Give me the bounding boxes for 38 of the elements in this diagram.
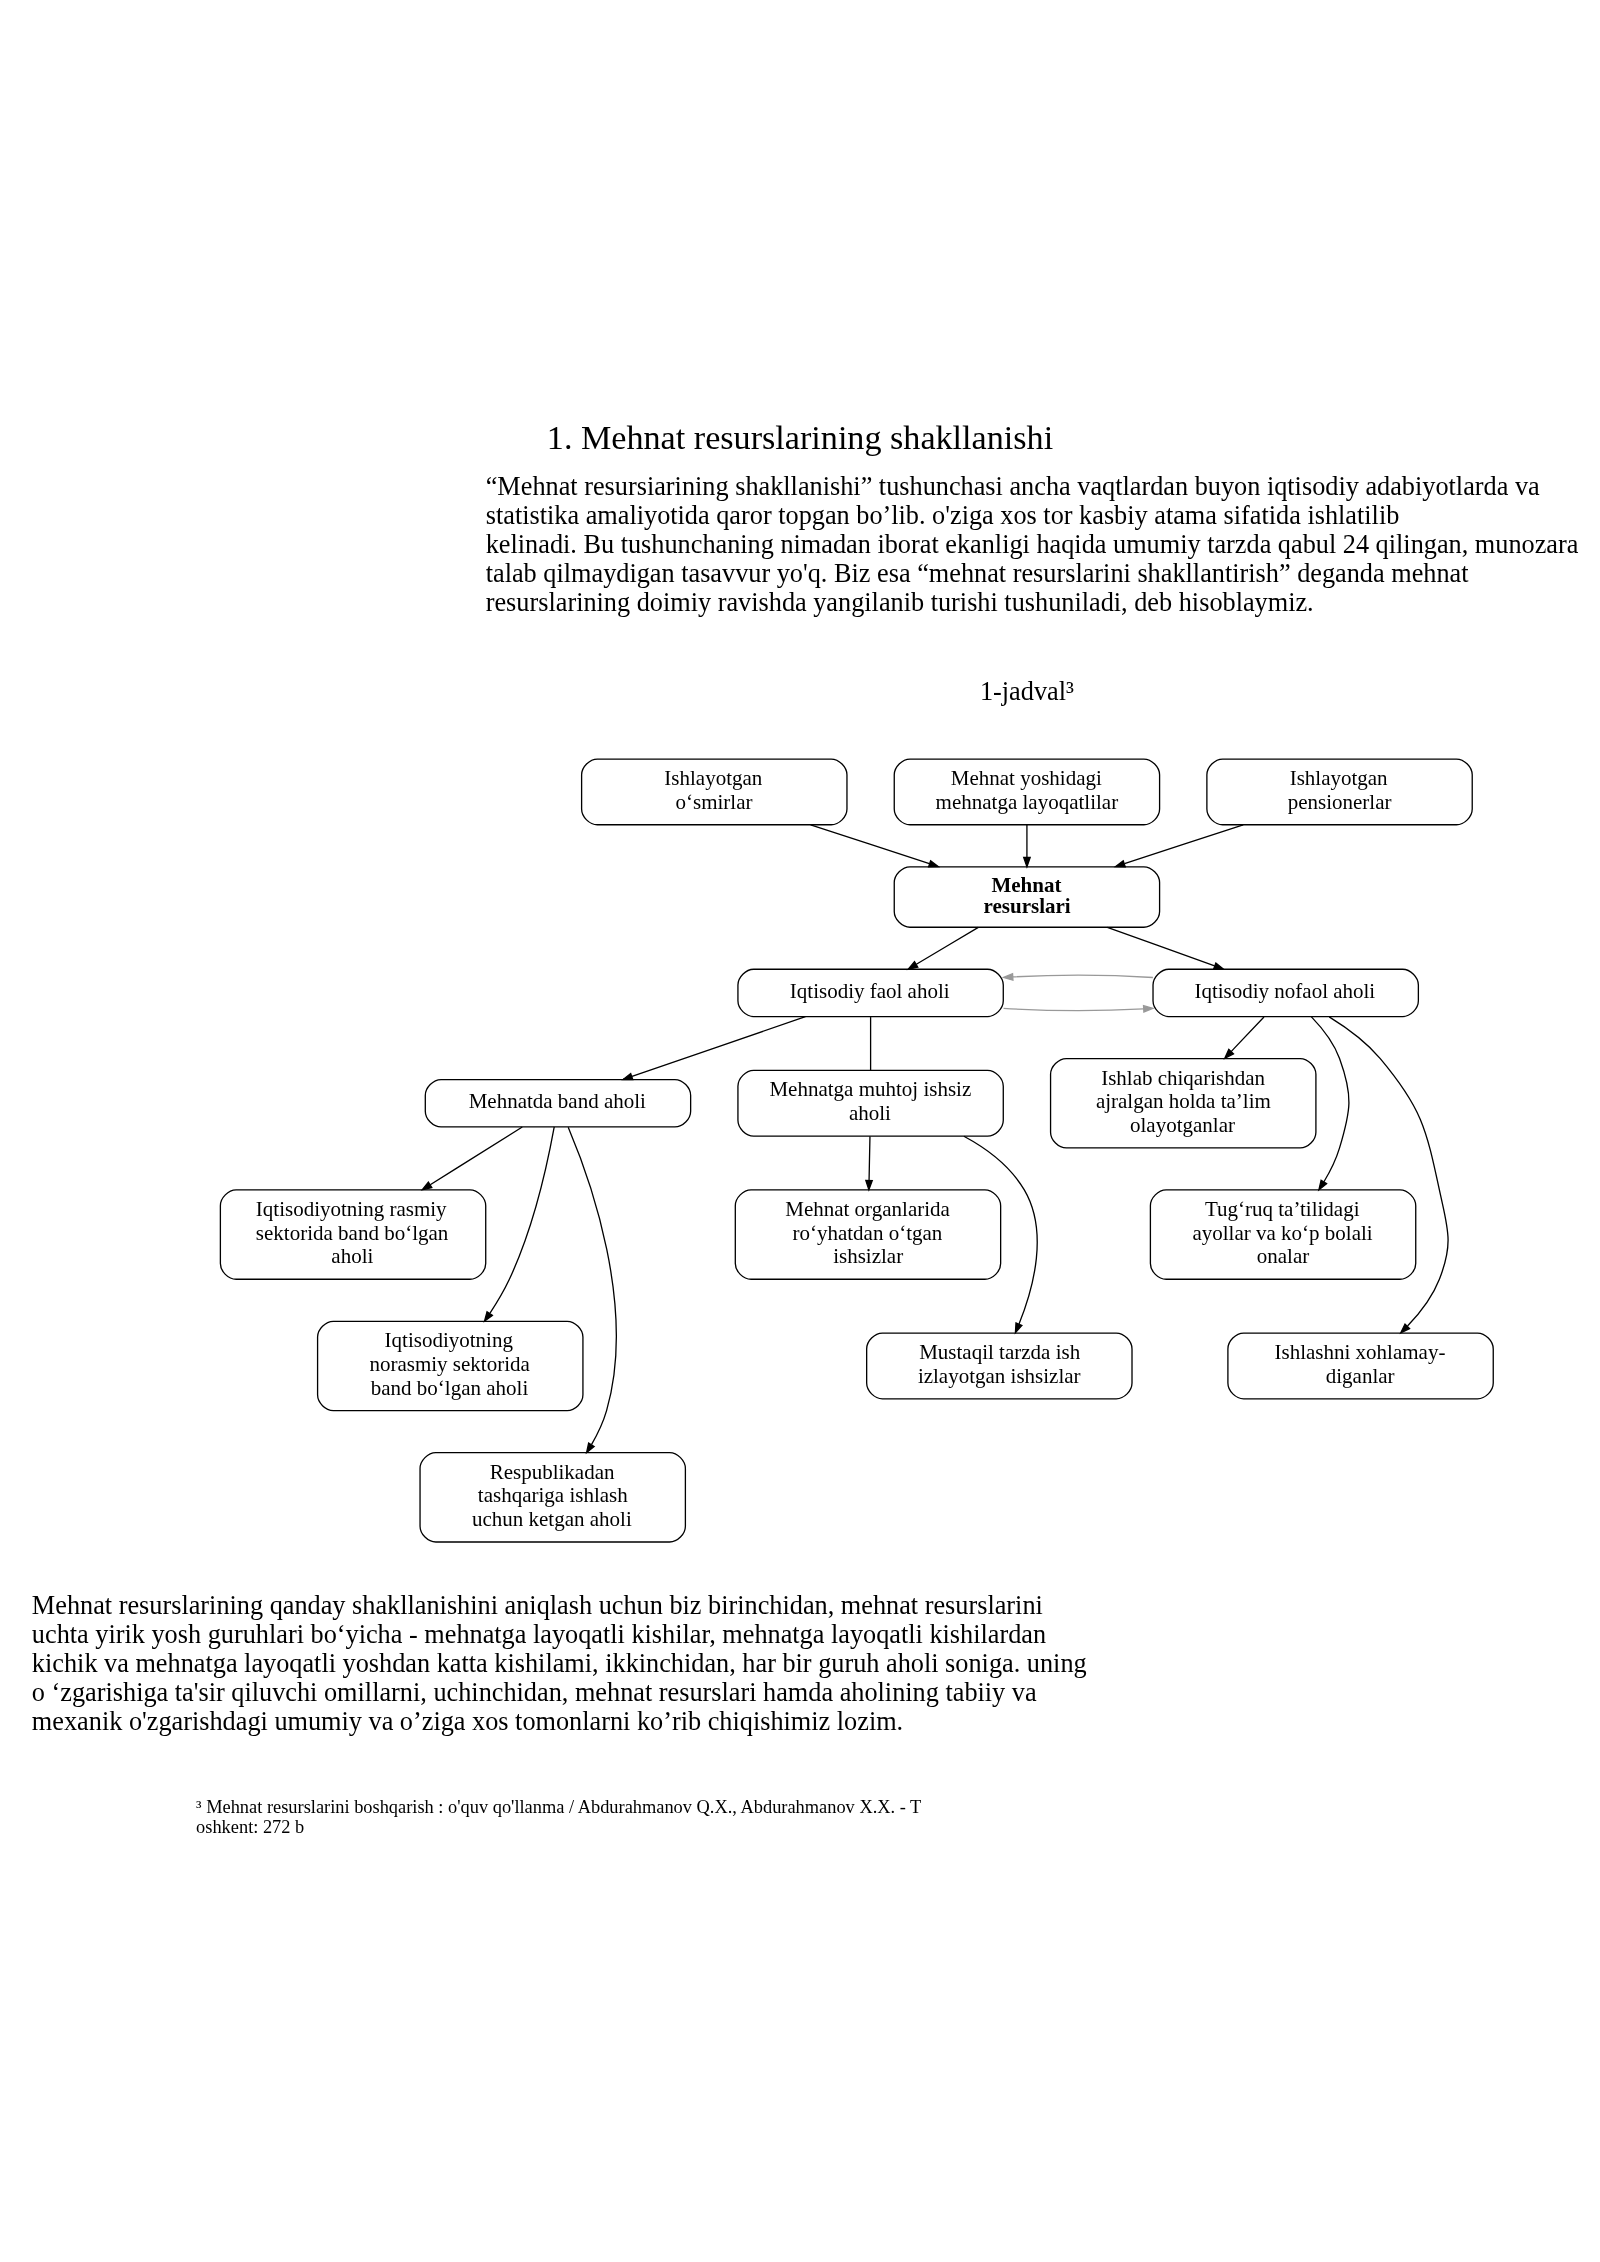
connector	[869, 1015, 872, 1071]
arrow	[1113, 823, 1244, 868]
label: “Mehnat resursiarining shakllanishi” tushunchasi ancha vaqtlardan buyon iqtisodiy adabiyotlarda va statistika amaliyotida qaror topgan bo’lib. o'ziga xos tor kasbiy atama sifatida ishlatilib kelinadi. Bu tushunchaning nimadan iborat ekanligi haqida umumiy tarzda qabul 24 qilingan, munozara talab qilmaydigan tasavvur yo'q. Biz esa “mehnat resurslarini shakllantirish” deganda mehnat resurslarining doimiy ravishda yangilanib turishi tushuniladi, deb hisoblaymiz.	[485, 471, 1579, 617]
node-box: Ishlashni xohlamay-diganlar	[1227, 1331, 1494, 1399]
node-box: Tug‘ruq ta’tilidagi ayollar va ko‘p bolali onalar	[1149, 1188, 1417, 1280]
node-box: Iqtisodiy faol aholi	[737, 968, 1004, 1017]
arrow	[1002, 1004, 1155, 1013]
node-box: Mehnatda band aholi	[424, 1078, 692, 1128]
node-box: Iqtisodiyotning norasmiy sektorida band bo‘lgan aholi	[316, 1320, 584, 1411]
arrow	[567, 1126, 617, 1454]
node-box: Mehnat resurslari	[893, 865, 1161, 928]
arrow	[810, 823, 941, 868]
arrow	[1022, 823, 1032, 869]
node-box: Iqtisodiyotning rasmiy sektorida band bo‘lgan aholi	[219, 1188, 487, 1280]
arrow	[1328, 1015, 1449, 1334]
arrow	[963, 1135, 1038, 1334]
node-box: Mustaqil tarzda ish izlayotgan ishsizlar	[866, 1331, 1133, 1399]
arrow	[1106, 926, 1226, 970]
node-box: Ishlayotgan pensionerlar	[1206, 757, 1473, 825]
label: Mehnat resurslarining qanday shakllanishini aniqlash uchun biz birinchidan, mehnat resurslarini uchta yirik yosh guruhlari bo‘yicha - mehnatga layoqatli kishilar, mehnatga layoqatli kishilardan kichik va mehnatga layoqatli yoshdan katta kishilami, ikkinchidan, har bir guruh aholi soniga. uning o ‘zgarishiga ta'sir qiluvchi omillarni, uchinchidan, mehnat resurslari hamda aholining tabiiy va mexanik o'zgarishdagi umumiy va o’ziga xos tomonlarni ko’rib chiqishimiz lozim.	[31, 1590, 1087, 1736]
node-box: Ishlayotgan o‘smirlar	[580, 757, 848, 825]
label: 1-jadval³	[979, 676, 1074, 706]
node-box: Mehnat organlarida ro‘yhatdan o‘tgan ishsizlar	[734, 1188, 1002, 1280]
node-box: Respublikadan tashqariga ishlash uchun ketgan aholi	[419, 1451, 687, 1543]
arrow	[621, 1015, 807, 1080]
arrow	[864, 1135, 874, 1192]
arrow	[906, 926, 979, 970]
arrow	[1001, 972, 1154, 981]
label: ³ Mehnat resurslarini boshqarish : o'quv qo'llanma / Abdurahmanov Q.X., Abdurahmanov X.X. - T oshkent: 272 b	[196, 1796, 922, 1837]
node-box: Ishlab chiqarishdan ajralgan holda ta’lim olayotganlar	[1049, 1057, 1317, 1149]
arrow	[1310, 1015, 1350, 1191]
node-box: Mehnatga muhtoj ishsiz aholi	[737, 1069, 1004, 1137]
arrow	[483, 1125, 555, 1323]
node-box: Iqtisodiy nofaol aholi	[1152, 968, 1420, 1017]
node-box: Mehnat yoshidagi mehnatga layoqatlilar	[893, 757, 1161, 825]
diagram-title: 1. Mehnat resurslarining shakllanishi	[546, 418, 1054, 456]
arrow	[420, 1125, 523, 1191]
arrow	[1223, 1015, 1265, 1060]
